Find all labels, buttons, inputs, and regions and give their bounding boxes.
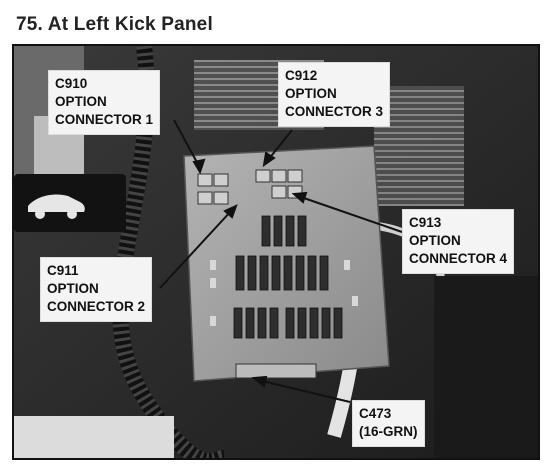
callout-c911: C911 OPTION CONNECTOR 2 — [40, 257, 153, 322]
callout-c911-type: OPTION — [47, 281, 99, 296]
callout-c473-wire: (16-GRN) — [359, 424, 418, 439]
callout-c910-id: C910 — [55, 76, 88, 91]
floor-light — [14, 416, 174, 458]
callout-c912-type: OPTION — [285, 86, 337, 101]
lower-right-shadow — [434, 276, 538, 458]
callout-c911-id: C911 — [47, 263, 79, 278]
callout-c473: C473 (16-GRN) — [352, 400, 425, 447]
option-connectors — [197, 169, 303, 205]
callout-c912-connector: CONNECTOR 3 — [285, 104, 384, 119]
callout-c910-type: OPTION — [55, 94, 107, 109]
callout-c473-id: C473 — [359, 406, 392, 421]
conduit-ridges — [112, 46, 224, 458]
callout-c910-connector: CONNECTOR 1 — [55, 112, 154, 127]
c473-connector — [235, 363, 317, 379]
callout-c912-id: C912 — [285, 68, 318, 83]
callout-c913-connector: CONNECTOR 4 — [409, 251, 508, 266]
callout-c910: C910 OPTION CONNECTOR 1 — [48, 70, 161, 135]
car-trunk-icon — [28, 194, 85, 219]
page-title: 75. At Left Kick Panel — [16, 14, 213, 35]
callout-c913-id: C913 — [409, 215, 442, 230]
callout-c913-type: OPTION — [409, 233, 461, 248]
callout-c913: C913 OPTION CONNECTOR 4 — [402, 209, 515, 274]
callout-c912: C912 OPTION CONNECTOR 3 — [278, 62, 391, 127]
callout-c911-connector: CONNECTOR 2 — [47, 299, 146, 314]
